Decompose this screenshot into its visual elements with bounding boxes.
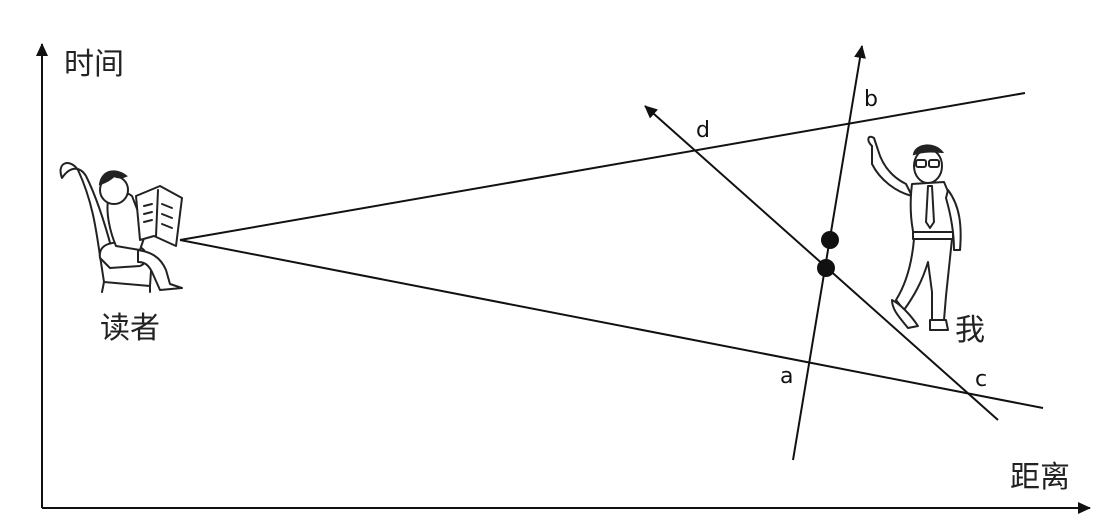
event-dot-upper xyxy=(821,231,839,249)
reader-label: 读者 xyxy=(100,311,160,346)
line-label-b: b xyxy=(864,87,878,112)
event-dot-lower xyxy=(817,259,835,277)
lower-cone-line xyxy=(179,239,1044,409)
reader-in-armchair-icon xyxy=(59,162,183,293)
me-label: 我 xyxy=(955,313,985,348)
waving-man-icon xyxy=(867,135,962,331)
line-label-d: d xyxy=(696,118,710,143)
x-axis-label: 距离 xyxy=(1010,460,1070,495)
upper-cone-line xyxy=(179,92,1026,241)
worldline-ab xyxy=(792,45,866,461)
line-label-a: a xyxy=(780,364,793,389)
y-axis-label: 时间 xyxy=(64,47,124,82)
line-label-c: c xyxy=(975,367,987,392)
